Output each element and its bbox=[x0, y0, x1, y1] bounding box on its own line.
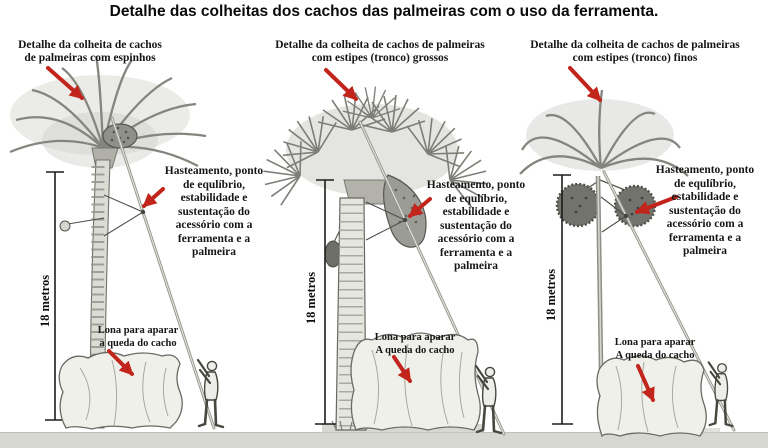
tarp-note: Lona para aparar a queda do cacho bbox=[97, 325, 179, 349]
rigging-arrow bbox=[142, 187, 165, 208]
ground-shadow-middle bbox=[322, 424, 484, 433]
palm-crown-spiny bbox=[9, 55, 207, 169]
palm-crown-thin bbox=[519, 89, 689, 177]
fruit-bunch bbox=[555, 179, 657, 228]
rigging-note: Hasteamento, ponto de equlíbrio, estabil… bbox=[426, 179, 526, 272]
tarp-note: Lona para aparar A queda do cacho bbox=[614, 337, 696, 361]
height-label: 18 metros bbox=[38, 274, 52, 328]
tarp-note: Lona para aparar A queda do cacho bbox=[374, 332, 456, 356]
tarp bbox=[350, 332, 481, 431]
measurement-line bbox=[552, 174, 573, 425]
panel-caption-grossos: Detalhe da colheita de cachos de palmeir… bbox=[275, 39, 485, 64]
caption-arrow bbox=[46, 66, 84, 100]
rigging-triangle bbox=[365, 201, 408, 241]
caption-arrow bbox=[568, 66, 602, 102]
ground-strip bbox=[0, 432, 768, 448]
panel-caption-espinhos: Detalhe da colheita de cachos de palmeir… bbox=[18, 39, 162, 64]
panel-caption-finos: Detalhe da colheita de cachos de palmeir… bbox=[530, 39, 740, 64]
figure-title: Detalhe das colheitas dos cachos das pal… bbox=[109, 3, 659, 20]
caption-arrow bbox=[324, 68, 358, 101]
tarp bbox=[58, 351, 183, 430]
harvest-pole bbox=[110, 116, 216, 430]
height-label: 18 metros bbox=[304, 271, 318, 325]
rigging-arrow bbox=[408, 197, 432, 218]
height-label: 18 metros bbox=[544, 268, 558, 322]
panel-left-illustration bbox=[9, 55, 225, 430]
rigging-triangle bbox=[600, 196, 629, 233]
panel-right-illustration bbox=[519, 66, 736, 438]
harvest-pole bbox=[358, 120, 506, 436]
rigging-triangle bbox=[59, 194, 146, 237]
tarp-arrow bbox=[107, 349, 134, 376]
tarp-arrow bbox=[392, 355, 412, 383]
rigging-note: Hasteamento, ponto de equlíbrio, estabil… bbox=[655, 164, 755, 257]
measurement-line bbox=[315, 179, 336, 425]
panel-middle-illustration bbox=[252, 68, 506, 436]
tarp-arrow bbox=[636, 364, 655, 402]
rigging-arrow bbox=[635, 195, 678, 215]
rigging-note: Hasteamento, ponto de equlíbrio, estabil… bbox=[164, 165, 264, 258]
